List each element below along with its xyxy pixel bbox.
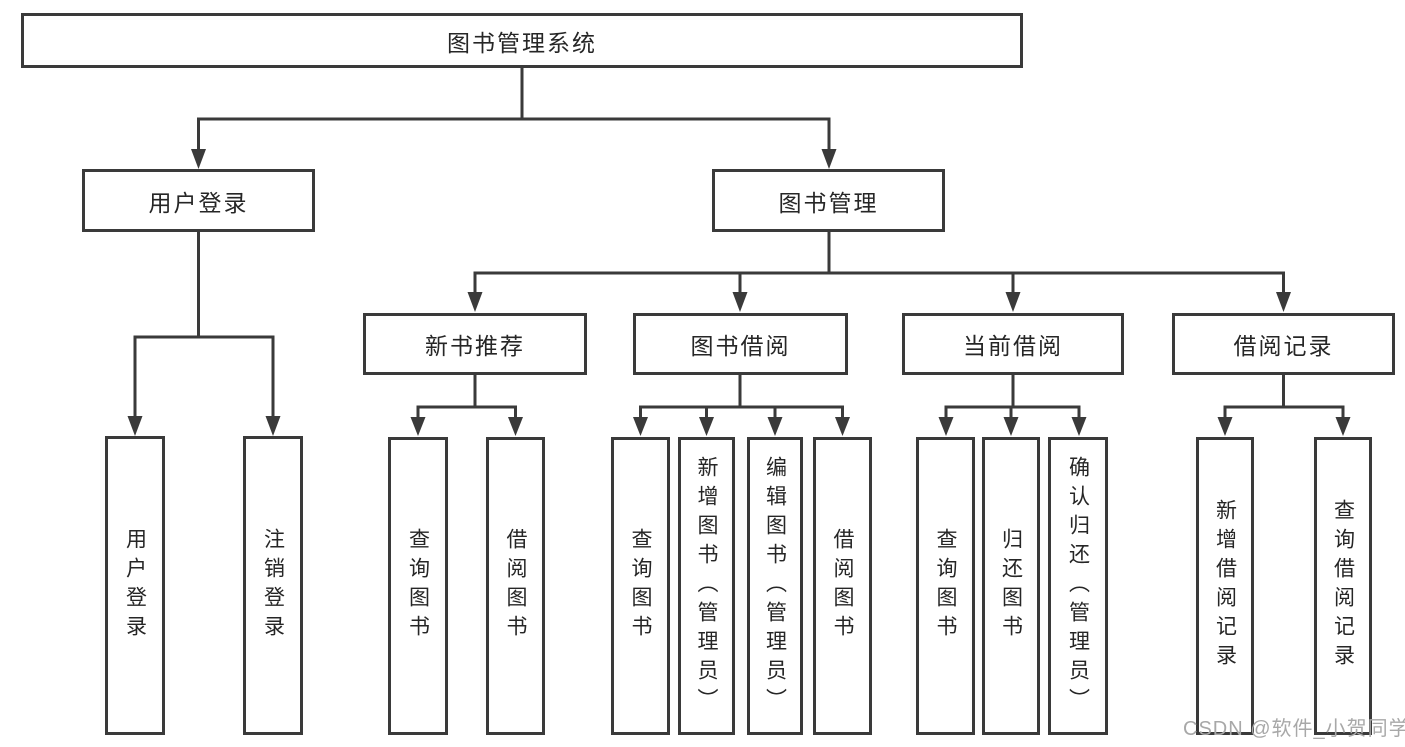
node-leaf-user-login: 用户登录 bbox=[105, 436, 165, 735]
node-user-login: 用户登录 bbox=[82, 169, 315, 232]
node-new-book-recommend: 新书推荐 bbox=[363, 313, 587, 375]
node-leaf-recommend-borrow-books: 借阅图书 bbox=[486, 437, 545, 735]
node-leaf-records-add-record: 新增借阅记录 bbox=[1196, 437, 1254, 735]
node-current-borrow: 当前借阅 bbox=[902, 313, 1124, 375]
node-book-borrow: 图书借阅 bbox=[633, 313, 848, 375]
node-leaf-records-query-record: 查询借阅记录 bbox=[1314, 437, 1372, 735]
node-leaf-current-return-books: 归还图书 bbox=[982, 437, 1040, 735]
node-leaf-logout: 注销登录 bbox=[243, 436, 303, 735]
node-leaf-borrow-query-books: 查询图书 bbox=[611, 437, 670, 735]
csdn-watermark: CSDN @软件_小贺同学 bbox=[1183, 718, 1405, 740]
node-leaf-current-confirm-return-admin: 确认归还（管理员） bbox=[1048, 437, 1108, 735]
node-borrow-records: 借阅记录 bbox=[1172, 313, 1395, 375]
node-book-management: 图书管理 bbox=[712, 169, 945, 232]
node-leaf-current-query-books: 查询图书 bbox=[916, 437, 975, 735]
node-leaf-borrow-edit-books-admin: 编辑图书（管理员） bbox=[747, 437, 803, 735]
node-leaf-borrow-add-books-admin: 新增图书（管理员） bbox=[678, 437, 735, 735]
node-leaf-recommend-query-books: 查询图书 bbox=[388, 437, 448, 735]
node-leaf-borrow-borrow-books: 借阅图书 bbox=[813, 437, 872, 735]
node-root: 图书管理系统 bbox=[21, 13, 1023, 68]
